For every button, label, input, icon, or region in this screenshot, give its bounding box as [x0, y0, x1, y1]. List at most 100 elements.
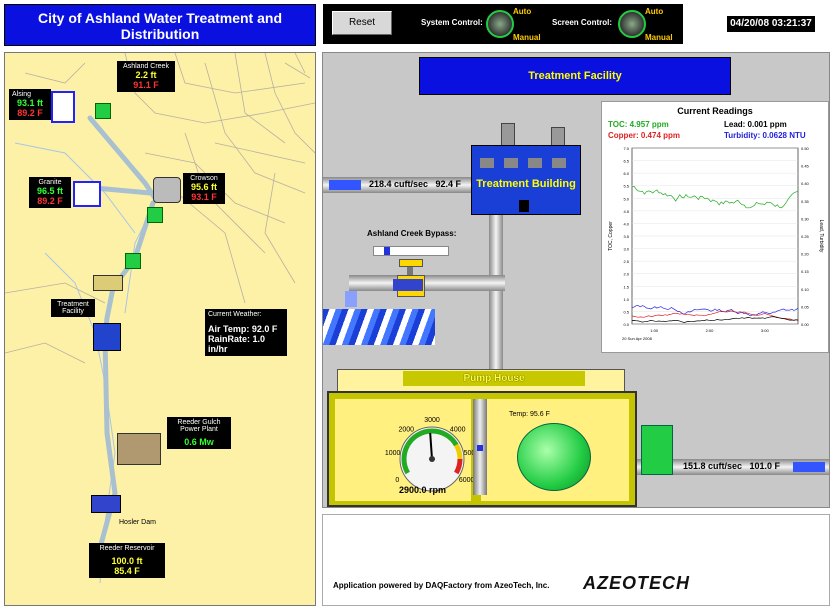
- copper-trend-line: [631, 310, 799, 321]
- ashland-creek-temp: 91.1 F: [133, 80, 159, 90]
- crowson-station-box[interactable]: Crowson 95.6 ft 93.1 F: [183, 173, 225, 204]
- main-valve-icon[interactable]: [125, 253, 141, 269]
- down-pipe: [489, 213, 503, 329]
- system-control-knob[interactable]: [486, 10, 514, 38]
- reservoir-name: Reeder Reservoir: [99, 545, 155, 552]
- granite-level: 96.5 ft: [36, 186, 63, 196]
- building-window: [528, 158, 542, 168]
- power-plant-box[interactable]: Reeder Gulch Power Plant 0.6 Mw: [167, 417, 231, 449]
- left-tick-label: 2.5: [623, 259, 629, 264]
- app-title: City of Ashland Water Treatment and Dist…: [38, 10, 282, 42]
- gauge-yellow-band: [454, 443, 463, 460]
- building-window: [552, 158, 566, 168]
- treatment-building-icon[interactable]: Treatment Building: [471, 145, 581, 215]
- control-bar: Reset System Control: Auto Manual Screen…: [323, 4, 683, 44]
- rpm-readout: 2900.0 rpm: [399, 485, 447, 495]
- power-plant-name: Reeder Gulch Power Plant: [177, 419, 221, 433]
- road-network: [5, 53, 315, 364]
- left-axis-label: TOC, Copper: [608, 221, 614, 251]
- crowson-valve-icon[interactable]: [147, 207, 163, 223]
- crowson-tank-icon[interactable]: [153, 177, 181, 203]
- inflow-arrow-icon: [329, 180, 361, 190]
- creek-water: [323, 309, 435, 345]
- crowson-name: Crowson: [190, 175, 218, 182]
- system-control-label: System Control:: [421, 18, 483, 27]
- left-tick-label: 4.5: [623, 209, 629, 214]
- gauge-tick-label: 5000: [464, 450, 480, 457]
- left-tick-label: 3.5: [623, 234, 629, 239]
- x-tick-label: 2:00: [706, 328, 715, 333]
- ashland-creek-valve-icon[interactable]: [95, 103, 111, 119]
- app-title-banner: City of Ashland Water Treatment and Dist…: [4, 4, 316, 56]
- powered-by-text: Application powered by DAQFactory from A…: [333, 581, 550, 590]
- right-tick-label: 0.25: [801, 234, 810, 239]
- treatment-building-small-icon[interactable]: [93, 275, 123, 291]
- turbidity-trend-line: [631, 305, 799, 317]
- gauge-green-band: [401, 443, 410, 475]
- reservoir-box[interactable]: Reeder Reservoir 100.0 ft 85.4 F: [89, 543, 165, 578]
- supply-pipe: [489, 329, 503, 369]
- outflow-arrow-icon: [793, 462, 825, 472]
- treatment-facility-panel: Treatment Facility 218.4 cuft/sec 92.4 F…: [322, 52, 830, 508]
- building-window: [504, 158, 518, 168]
- ashland-creek-level: 2.2 ft: [135, 70, 157, 80]
- left-tick-label: 4.0: [623, 221, 629, 226]
- hosler-dam-label: Hosler Dam: [119, 519, 156, 526]
- weather-air-temp: Air Temp: 92.0 F: [208, 324, 278, 334]
- granite-tank-icon[interactable]: [73, 181, 101, 207]
- power-plant-icon[interactable]: [117, 433, 161, 465]
- weather-rain-rate: RainRate: 1.0 in/hr: [208, 334, 266, 354]
- screen-control-label: Screen Control:: [552, 18, 613, 27]
- granite-station-box[interactable]: Granite 96.5 ft 89.2 F: [29, 177, 71, 208]
- ashland-creek-box[interactable]: Ashland Creek 2.2 ft 91.1 F: [117, 61, 175, 92]
- left-tick-label: 5.0: [623, 196, 629, 201]
- gauge-red-band: [454, 458, 463, 475]
- treatment-facility-icon[interactable]: [93, 323, 121, 351]
- outflow-readout: 151.8 cuft/sec 101.0 F: [683, 461, 781, 471]
- left-tick-label: 0.5: [623, 309, 629, 314]
- right-tick-label: 0.00: [801, 322, 810, 327]
- bypass-valve-handle[interactable]: [399, 259, 423, 267]
- right-tick-label: 0.45: [801, 164, 810, 169]
- system-map: Alsing 93.1 ft 89.2 F Ashland Creek 2.2 …: [4, 52, 316, 606]
- screen-control-knob[interactable]: [618, 10, 646, 38]
- gauge-tick-label: 0: [395, 477, 399, 484]
- bypass-slider-thumb[interactable]: [384, 247, 391, 255]
- weather-title: Current Weather:: [208, 311, 262, 318]
- treatment-facility-name: Treatment Facility: [57, 301, 89, 315]
- reservoir-level: 100.0 ft: [111, 556, 143, 566]
- reset-button[interactable]: Reset: [332, 11, 392, 35]
- gauge-hub: [429, 456, 435, 462]
- bypass-valve-flange: [393, 279, 423, 291]
- left-tick-label: 6.5: [623, 159, 629, 164]
- readings-title: Current Readings: [677, 106, 753, 116]
- bypass-valve-stem: [407, 265, 413, 279]
- datetime-display: 04/20/08 03:21:37: [727, 16, 815, 32]
- power-plant-output: 0.6 Mw: [184, 437, 214, 447]
- facility-title: Treatment Facility: [419, 57, 731, 95]
- current-readings-panel: Current Readings TOC: 4.957 ppm Lead: 0.…: [601, 101, 829, 353]
- crowson-level: 95.6 ft: [190, 182, 217, 192]
- right-tick-label: 0.35: [801, 199, 810, 204]
- x-tick-label: 1:00: [650, 328, 659, 333]
- alsing-station-box[interactable]: Alsing 93.1 ft 89.2 F: [9, 89, 51, 120]
- reservoir-temp: 85.4 F: [114, 566, 140, 576]
- date-label: 20 Sun Apr 2008: [622, 336, 653, 341]
- pump-icon[interactable]: [517, 423, 591, 491]
- toc-reading: TOC: 4.957 ppm: [608, 120, 669, 129]
- gauge-green-band: [405, 428, 459, 447]
- left-tick-label: 2.0: [623, 272, 629, 277]
- left-tick-label: 5.5: [623, 184, 629, 189]
- treatment-facility-label-box[interactable]: Treatment Facility: [51, 299, 95, 317]
- dam-gate-icon[interactable]: [91, 495, 121, 513]
- left-tick-label: 6.0: [623, 171, 629, 176]
- chimney-left: [501, 123, 515, 147]
- alsing-tank-icon[interactable]: [51, 91, 75, 123]
- outflow-valve-icon[interactable]: [641, 425, 673, 475]
- bypass-pipe: [349, 275, 505, 291]
- right-tick-label: 0.15: [801, 269, 810, 274]
- gauge-needle: [429, 432, 433, 460]
- bypass-slider[interactable]: [373, 246, 449, 256]
- right-tick-label: 0.30: [801, 216, 810, 221]
